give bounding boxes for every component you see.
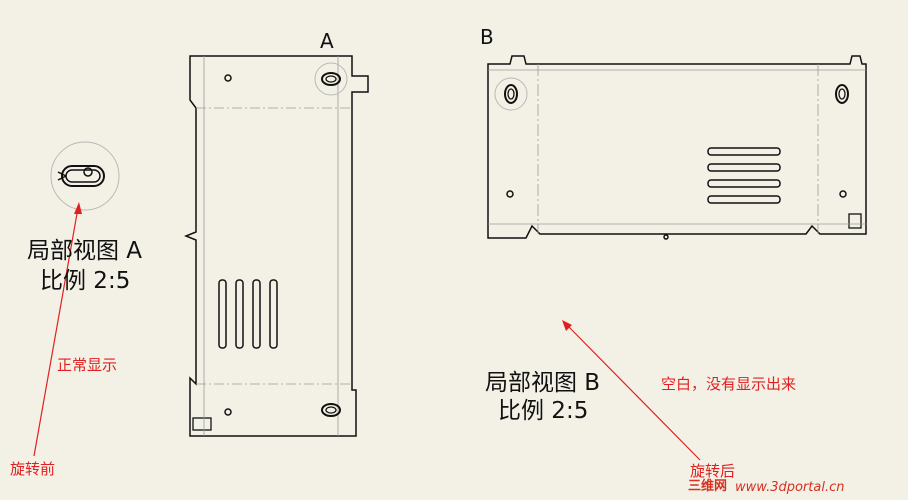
view-b-letter: B: [480, 25, 494, 49]
arrow-before: [33, 202, 82, 457]
view-b-title: 局部视图 B: [485, 370, 601, 396]
panel-a: [183, 55, 369, 437]
note-before-rotation: 旋转前: [10, 460, 56, 478]
note-normal-display: 正常显示: [57, 356, 118, 374]
panel-b: [487, 55, 867, 240]
note-blank-not-shown: 空白，没有显示出来: [661, 375, 797, 393]
note-after-rotation: 旋转后: [690, 462, 736, 480]
watermark-brand: 三维网: [688, 479, 728, 494]
view-a-letter: A: [320, 29, 334, 53]
view-a-scale: 比例 2:5: [40, 268, 131, 294]
view-b-scale: 比例 2:5: [498, 398, 589, 424]
arrow-after: [562, 320, 701, 461]
detail-view-a-circle: [50, 141, 120, 211]
watermark-url: www.3dportal.cn: [735, 480, 845, 495]
view-a-title: 局部视图 A: [27, 238, 143, 264]
